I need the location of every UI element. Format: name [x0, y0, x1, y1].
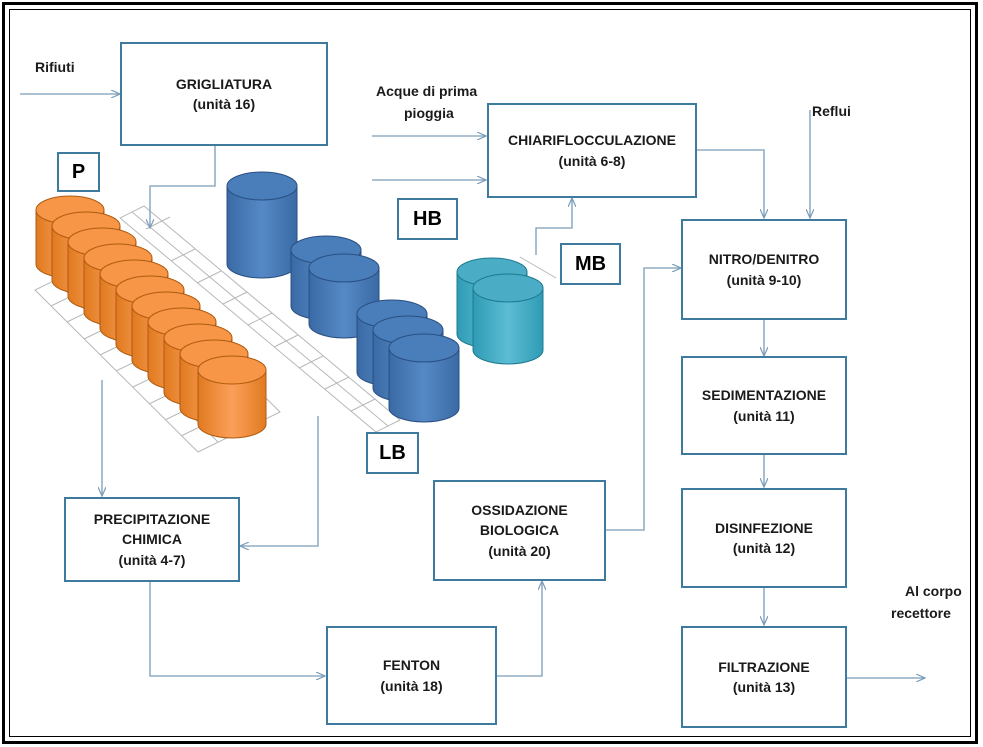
filt-name: FILTRAZIONE: [718, 658, 810, 675]
ossid-name-2: BIOLOGICA: [479, 522, 560, 539]
tag-hb: HB: [397, 198, 458, 240]
input-acque-label-line2: pioggia: [404, 105, 454, 121]
arrow-mb-up: [535, 198, 572, 255]
blue-tank-1: [226, 171, 298, 279]
grigliatura-unit: (unità 16): [192, 96, 256, 112]
arrow-lb-precip: [240, 416, 319, 546]
precip-name-1: PRECIPITAZIONE: [93, 511, 211, 528]
chiari-name: CHIARIFLOCCULAZIONE: [508, 132, 676, 149]
arrow-ossid-nitro: [606, 268, 681, 531]
box-nitro-denitro: NITRO/DENITRO (unità 9-10): [681, 219, 847, 320]
input-acque-label-line1: Acque di prima: [376, 83, 478, 99]
tag-lb: LB: [366, 432, 419, 474]
box-ossidazione-biologica: OSSIDAZIONE BIOLOGICA (unità 20): [433, 480, 606, 581]
input-reflui-label: Reflui: [812, 103, 851, 119]
box-filtrazione: FILTRAZIONE (unità 13): [681, 626, 847, 728]
precip-name-2: CHIMICA: [122, 531, 182, 548]
sed-name: SEDIMENTAZIONE: [701, 387, 827, 404]
arrow-grigliatura-out: [150, 146, 216, 228]
output-label-line2: recettore: [891, 605, 951, 621]
dis-name: DISINFEZIONE: [714, 519, 813, 536]
input-rifiuti-label: Rifiuti: [35, 59, 75, 75]
dis-unit: (unità 12): [732, 540, 796, 556]
box-fenton: FENTON (unità 18): [326, 626, 497, 725]
fenton-name: FENTON: [382, 657, 441, 674]
filt-unit: (unità 13): [732, 679, 796, 695]
arrow-precip-fenton: [149, 582, 325, 676]
connectors: [20, 94, 925, 678]
blue-tanks-hb-lb: [226, 171, 460, 423]
box-sedimentazione: SEDIMENTAZIONE (unità 11): [681, 356, 847, 455]
nitro-name: NITRO/DENITRO: [708, 251, 820, 268]
box-precipitazione-chimica: PRECIPITAZIONE CHIMICA (unità 4-7): [64, 497, 240, 582]
box-grigliatura: GRIGLIATURA (unità 16): [120, 42, 328, 146]
box-disinfezione: DISINFEZIONE (unità 12): [681, 488, 847, 588]
arrow-chiari-nitro: [697, 149, 764, 218]
orange-tank-11: [197, 355, 267, 439]
blue-tank-6: [388, 333, 460, 423]
chiari-unit: (unità 6-8): [558, 152, 626, 169]
box-chiariflocculazione: CHIARIFLOCCULAZIONE (unità 6-8): [487, 103, 697, 198]
platform-b: [119, 205, 401, 433]
nitro-unit: (unità 9-10): [726, 271, 802, 288]
teal-tanks-mb: [456, 257, 544, 365]
tag-p: P: [57, 152, 100, 192]
teal-tank-2: [472, 273, 544, 365]
platform-mb: [519, 256, 557, 279]
orange-tanks-p: [35, 195, 267, 439]
precip-unit: (unità 4-7): [118, 551, 186, 568]
output-label-line1: Al corpo: [905, 583, 962, 599]
ossid-unit: (unità 20): [488, 542, 551, 559]
tag-mb: MB: [560, 243, 621, 285]
arrow-fenton-ossid: [497, 581, 542, 677]
sed-unit: (unità 11): [733, 407, 795, 424]
fenton-unit: (unità 18): [380, 677, 443, 694]
grigliatura-name: GRIGLIATURA: [175, 75, 273, 92]
ossid-name-1: OSSIDAZIONE: [471, 502, 568, 519]
inner-frame: [9, 9, 971, 737]
